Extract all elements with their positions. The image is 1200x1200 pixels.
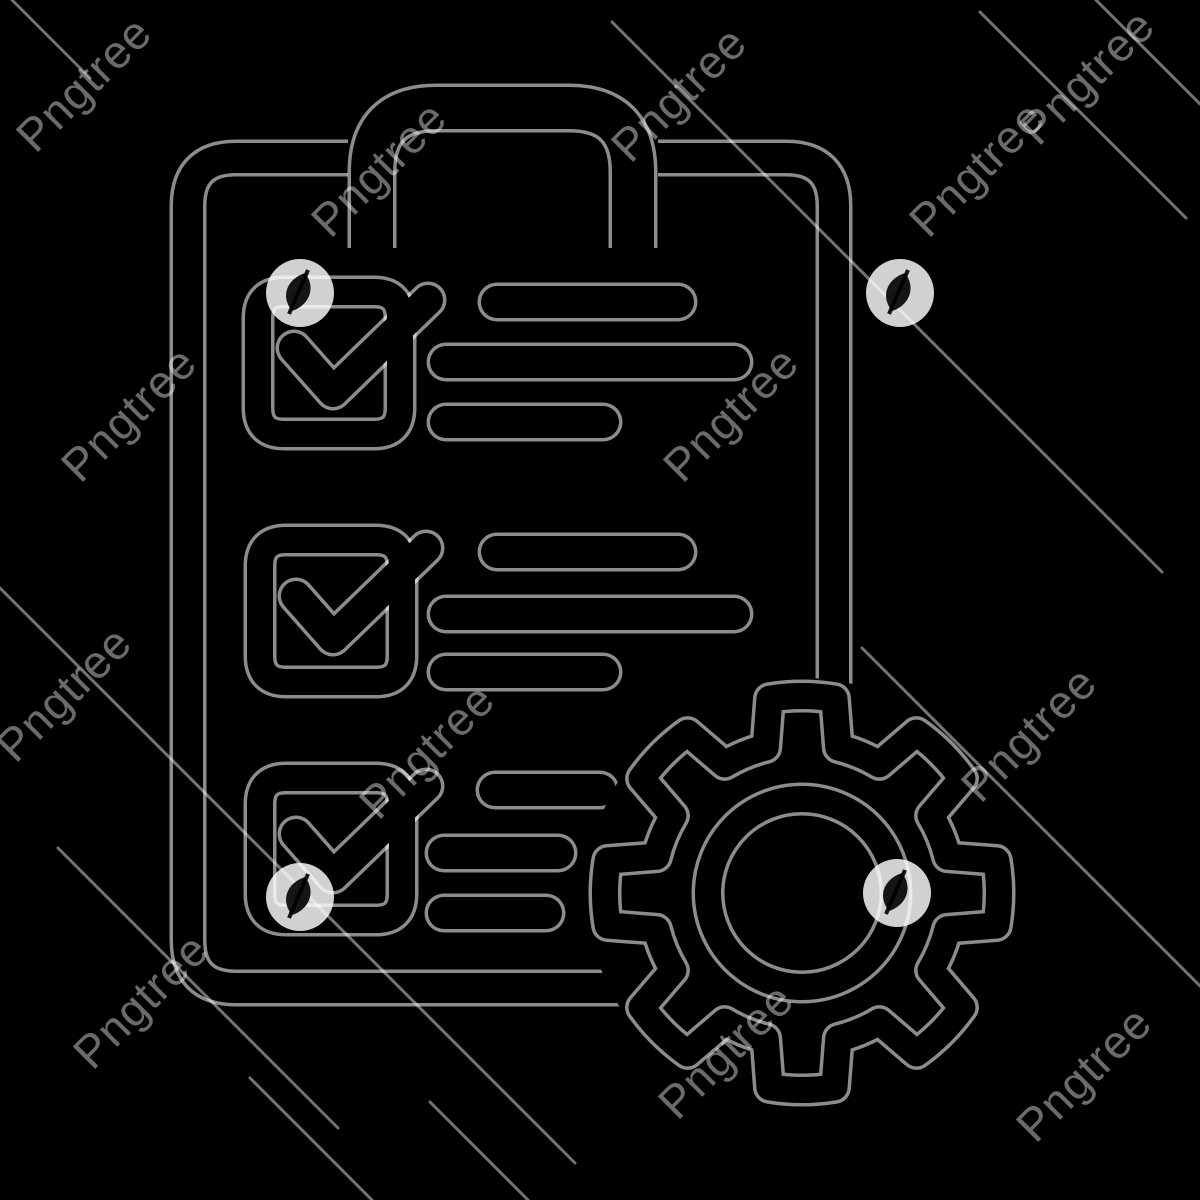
watermark-line bbox=[860, 646, 1200, 988]
pngtree-logo-icon bbox=[264, 257, 336, 329]
checkbox-2 bbox=[247, 527, 415, 695]
gear-hub bbox=[694, 786, 910, 1000]
watermark-line bbox=[1094, 0, 1200, 106]
checkmark-1 bbox=[279, 285, 443, 407]
watermark-line bbox=[428, 1100, 530, 1200]
checkmark-3 bbox=[281, 771, 441, 891]
watermark-text: Pngtree bbox=[899, 91, 1055, 247]
watermark-line bbox=[10, 0, 92, 80]
checkbox-1 bbox=[245, 279, 413, 447]
watermark-line bbox=[248, 1076, 374, 1200]
watermark-line bbox=[56, 846, 340, 1130]
watermark-line bbox=[978, 10, 1188, 220]
gear-outline bbox=[592, 683, 1012, 1103]
watermark-text: Pngtree bbox=[63, 923, 219, 1079]
checkmark-2 bbox=[281, 533, 441, 653]
pngtree-logo-icon bbox=[861, 857, 933, 929]
pngtree-logo-icon bbox=[264, 861, 336, 933]
pngtree-logo-icon bbox=[864, 257, 936, 329]
watermark-text: Pngtree bbox=[0, 616, 142, 772]
checkbox-3 bbox=[247, 765, 415, 933]
gear-knockout bbox=[587, 678, 1017, 1108]
watermark-text: Pngtree bbox=[951, 656, 1107, 812]
watermark-text: Pngtree bbox=[1006, 996, 1162, 1152]
watermark-text: Pngtree bbox=[6, 6, 162, 162]
clip-knockout bbox=[348, 130, 658, 186]
checklist-gear-icon bbox=[169, 83, 1017, 1108]
clipboard-clip bbox=[351, 87, 654, 248]
